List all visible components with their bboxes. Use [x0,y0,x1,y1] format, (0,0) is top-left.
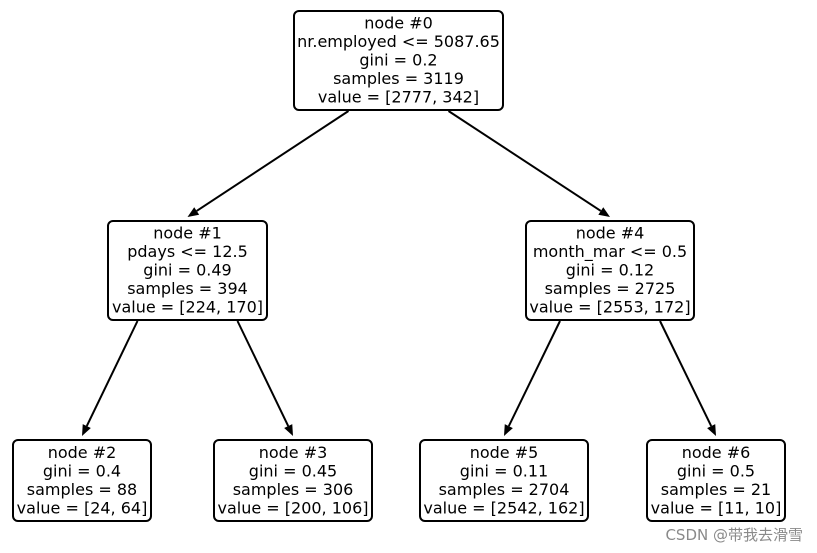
node-box [419,439,589,522]
node-text-line: samples = 2704 [439,480,570,499]
node-text-line: nr.employed <= 5087.65 [297,32,500,51]
node-text-line: node #2 [48,443,117,462]
tree-edges [82,110,716,436]
node-text-line: node #3 [259,443,328,462]
edge-line [196,110,350,212]
node-text-line: gini = 0.49 [143,261,231,280]
edge-line [85,320,139,427]
edge-line [659,320,713,427]
edge-line [447,110,602,212]
node-box [12,439,152,522]
tree-edge [504,320,561,436]
node-text-line: gini = 0.4 [43,461,121,480]
node-text-line: samples = 88 [27,480,137,499]
node-text-line: gini = 0.11 [460,461,548,480]
node-text-line: value = [224, 170] [112,298,263,317]
node-text-line: node #1 [153,224,222,243]
node-text-line: value = [2777, 342] [318,88,479,107]
arrowhead [82,424,91,436]
node-text-line: value = [2542, 162] [423,498,584,517]
node-box [525,220,695,321]
tree-edge [447,110,610,217]
node-text-line: node #4 [576,224,645,243]
node-text-line: samples = 306 [233,480,354,499]
node-text-line: gini = 0.5 [677,461,755,480]
tree-edge [82,320,139,436]
node-text-line: value = [2553, 172] [529,298,690,317]
arrowhead [598,207,610,217]
node-text-line: month_mar <= 0.5 [533,242,687,262]
tree-edge [659,320,716,436]
node-text-line: samples = 2725 [545,279,676,298]
node-text-line: samples = 3119 [333,69,464,88]
node-text-line: value = [11, 10] [651,498,782,517]
node-text-line: pdays <= 12.5 [127,242,248,261]
arrowhead [707,424,716,436]
arrowhead [187,207,200,217]
watermark: CSDN @带我去滑雪 [665,526,803,544]
node-text-line: samples = 394 [127,279,248,298]
edge-line [236,320,290,427]
node-text-line: node #0 [364,14,433,33]
arrowhead [504,424,513,436]
node-box [107,220,268,321]
node-text-line: value = [200, 106] [217,498,368,517]
tree-edge [187,110,350,217]
node-text-line: gini = 0.45 [249,461,337,480]
node-box [293,10,504,111]
node-text-line: gini = 0.2 [359,51,437,70]
node-box [213,439,373,522]
node-text-line: gini = 0.12 [566,261,654,280]
node-text-line: node #6 [682,443,751,462]
edge-line [507,320,561,427]
node-box [646,439,786,522]
tree-edge [236,320,293,436]
node-text-line: samples = 21 [661,480,771,499]
arrowhead [284,424,293,436]
node-text-line: node #5 [470,443,539,462]
node-text-line: value = [24, 64] [17,498,148,517]
